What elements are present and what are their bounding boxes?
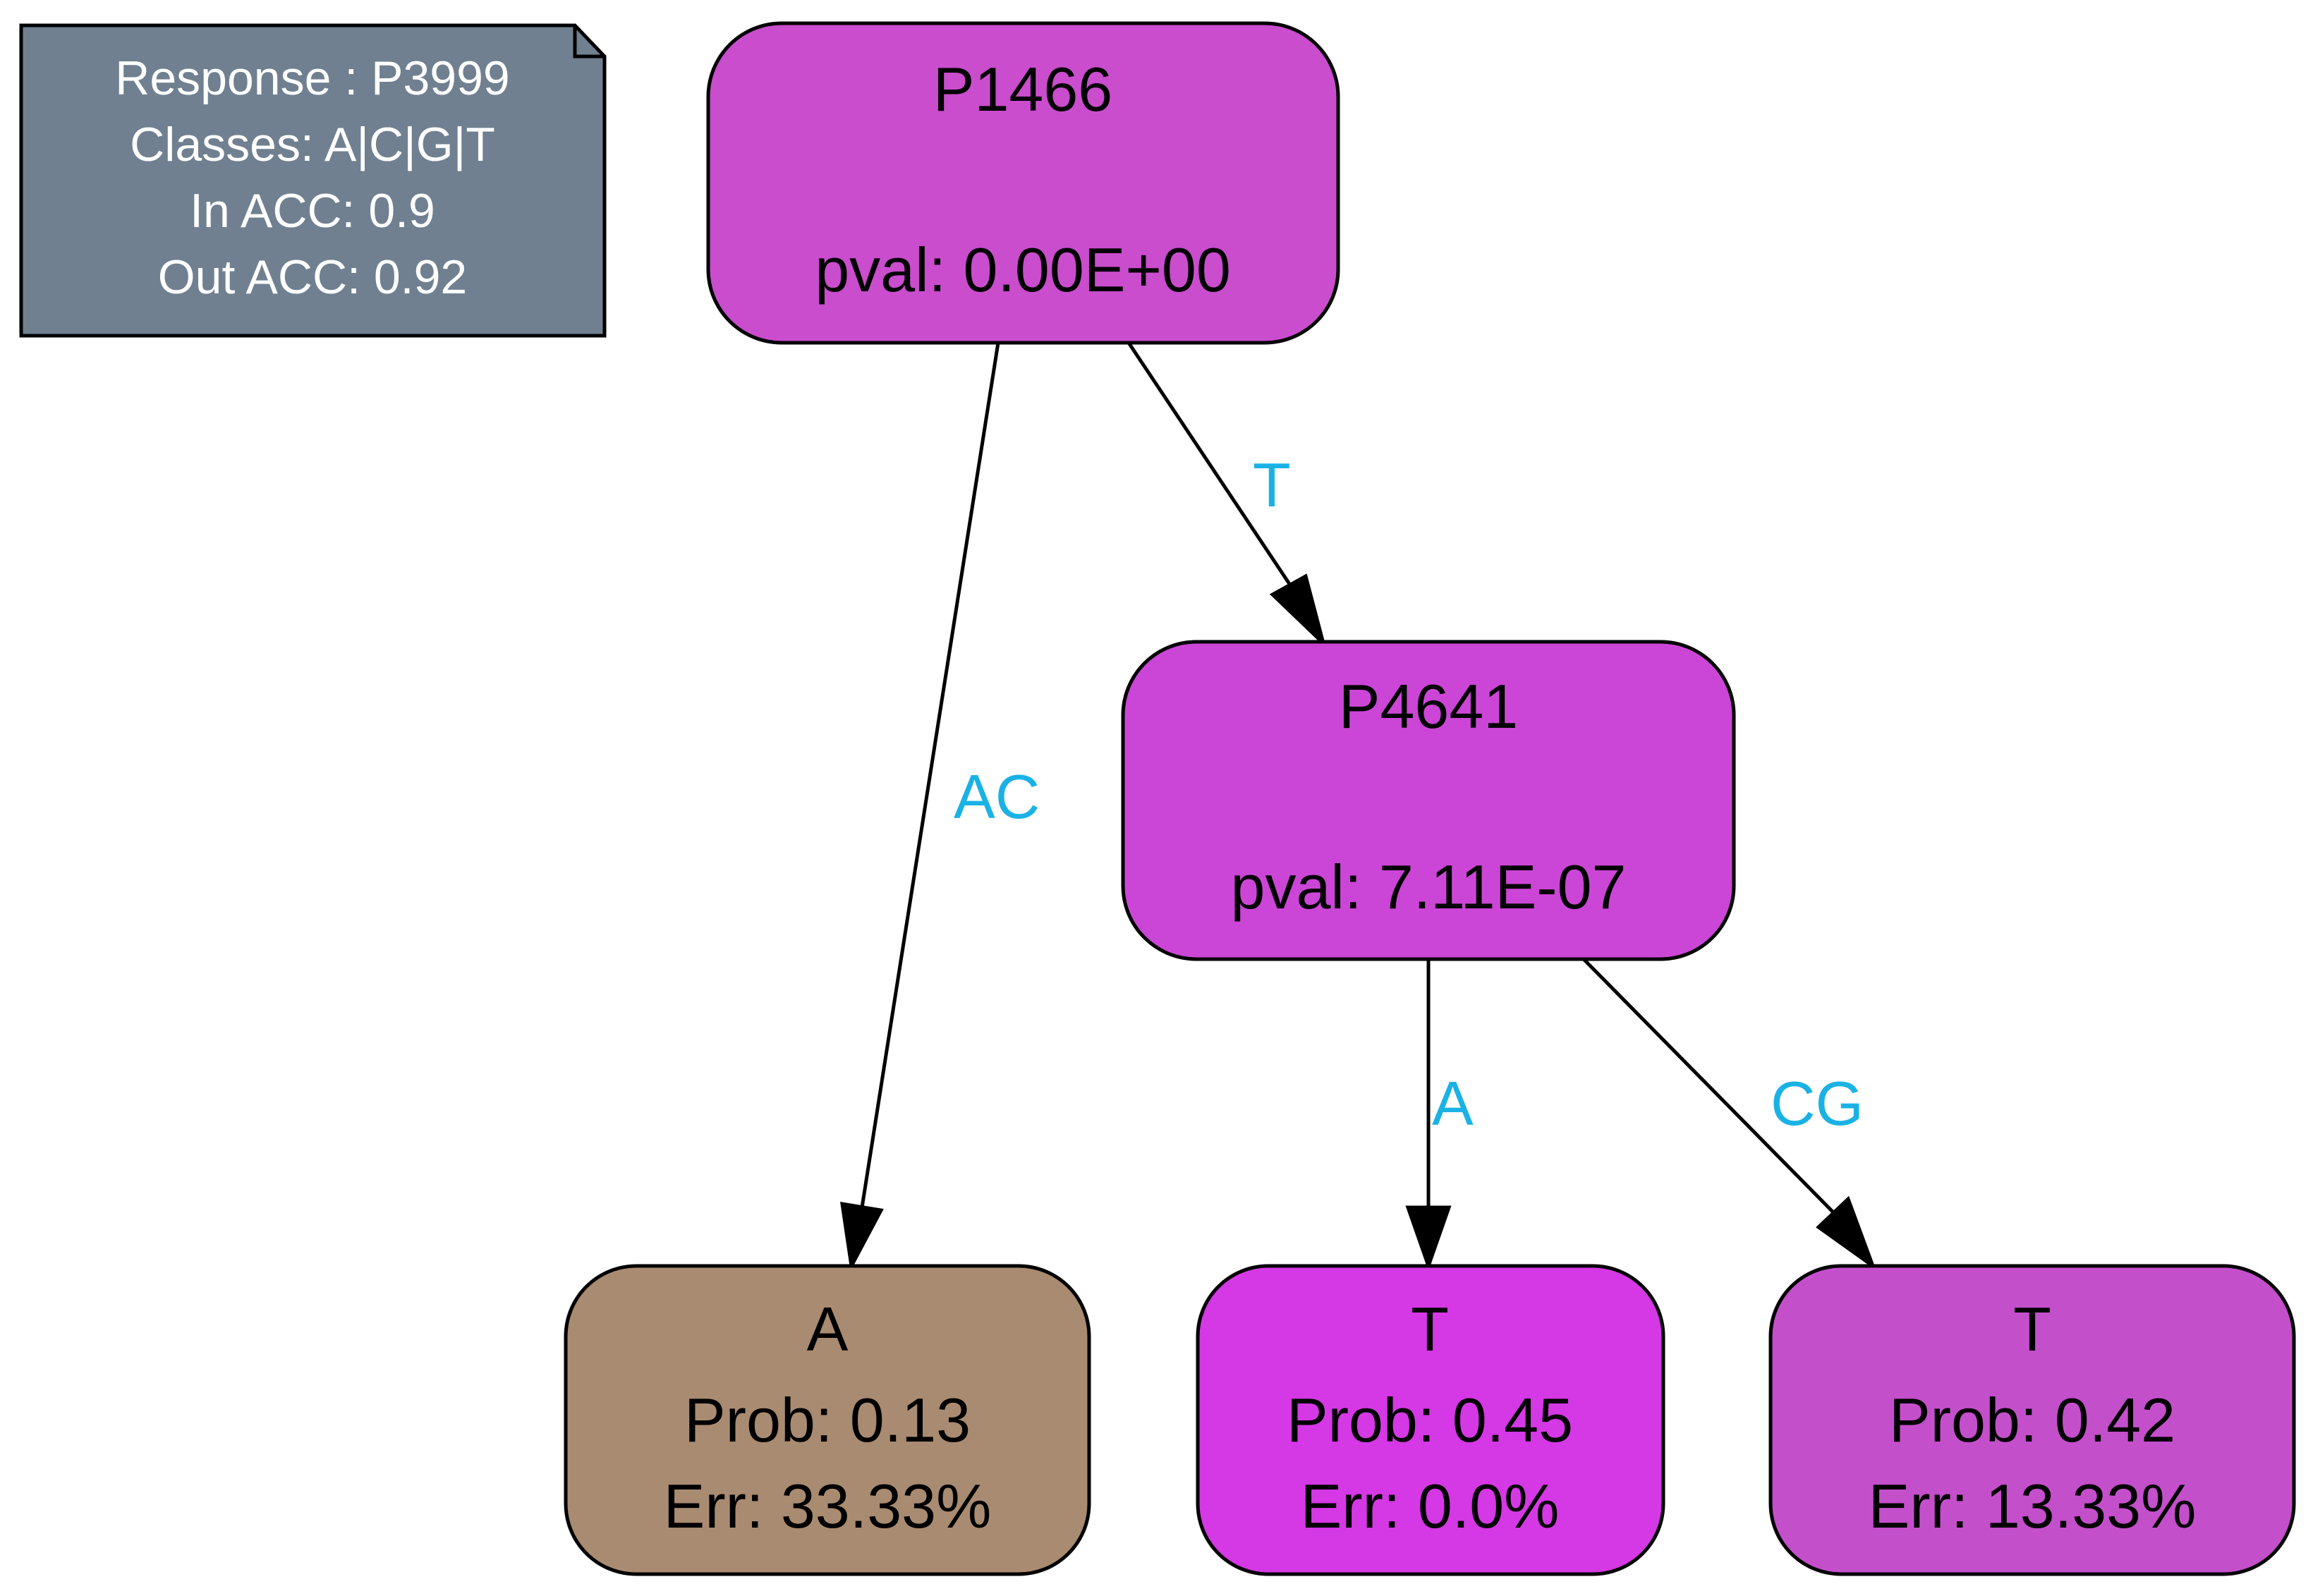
info-note-box — [19, 23, 607, 338]
leaf-node-t2-box — [1768, 1264, 2296, 1576]
edge-internal-to-leaf-t2-line — [1582, 958, 1835, 1214]
edge-internal-to-leaf-t1: A — [1405, 959, 1474, 1272]
info-note: Response : P3999 Classes: A|C|G|T In ACC… — [19, 23, 607, 338]
node-root-box — [706, 21, 1340, 345]
leaf-node-a-err: Err: 33.33% — [664, 1471, 992, 1541]
leaf-node-t1-box — [1196, 1264, 1665, 1576]
edge-internal-to-leaf-t2-arrowhead — [1816, 1195, 1877, 1271]
leaf-node-t2-label: T — [2013, 1294, 2051, 1364]
leaf-node-t1-err: Err: 0.0% — [1301, 1471, 1560, 1541]
note-out-acc: Out ACC: 0.92 — [158, 250, 467, 304]
leaf-node-a-prob: Prob: 0.13 — [684, 1385, 971, 1455]
node-root-title: P1466 — [933, 54, 1112, 124]
note-in-acc: In ACC: 0.9 — [190, 184, 435, 238]
leaf-node-t1: T Prob: 0.45 Err: 0.0% — [1196, 1264, 1665, 1576]
leaf-node-a: A Prob: 0.13 Err: 33.33% — [564, 1264, 1091, 1576]
node-root: P1466 pval: 0.00E+00 — [706, 21, 1340, 345]
edge-label-ac: AC — [954, 762, 1040, 831]
node-root-pval: pval: 0.00E+00 — [815, 235, 1231, 305]
edge-root-to-internal: T — [1127, 341, 1327, 649]
leaf-node-a-box — [564, 1264, 1091, 1576]
info-note-fold — [573, 25, 605, 59]
leaf-node-a-label: A — [807, 1294, 849, 1364]
edge-root-to-internal-arrowhead — [1269, 573, 1327, 649]
note-response: Response : P3999 — [115, 51, 510, 105]
leaf-node-t2: T Prob: 0.42 Err: 13.33% — [1768, 1264, 2296, 1576]
node-internal: P4641 pval: 7.11E-07 — [1121, 640, 1736, 961]
edge-root-to-leaf-a-line — [860, 342, 1000, 1208]
leaf-node-t1-label: T — [1411, 1294, 1449, 1364]
edge-label-a: A — [1432, 1068, 1474, 1138]
edge-label-t: T — [1253, 450, 1291, 520]
node-internal-pval: pval: 7.11E-07 — [1231, 852, 1627, 922]
edge-label-cg: CG — [1771, 1068, 1864, 1138]
edge-internal-to-leaf-t1-arrowhead — [1405, 1205, 1452, 1272]
edge-internal-to-leaf-t2: CG — [1582, 958, 1877, 1271]
node-internal-title: P4641 — [1339, 671, 1518, 741]
leaf-node-t1-prob: Prob: 0.45 — [1287, 1385, 1573, 1455]
note-classes: Classes: A|C|G|T — [130, 118, 495, 171]
node-internal-box — [1121, 640, 1736, 961]
edge-root-to-internal-line — [1127, 341, 1292, 585]
leaf-node-t2-err: Err: 13.33% — [1869, 1471, 2197, 1541]
edge-root-to-leaf-a: AC — [840, 342, 1040, 1272]
edge-root-to-leaf-a-arrowhead — [840, 1201, 884, 1272]
leaf-node-t2-prob: Prob: 0.42 — [1889, 1385, 2175, 1455]
